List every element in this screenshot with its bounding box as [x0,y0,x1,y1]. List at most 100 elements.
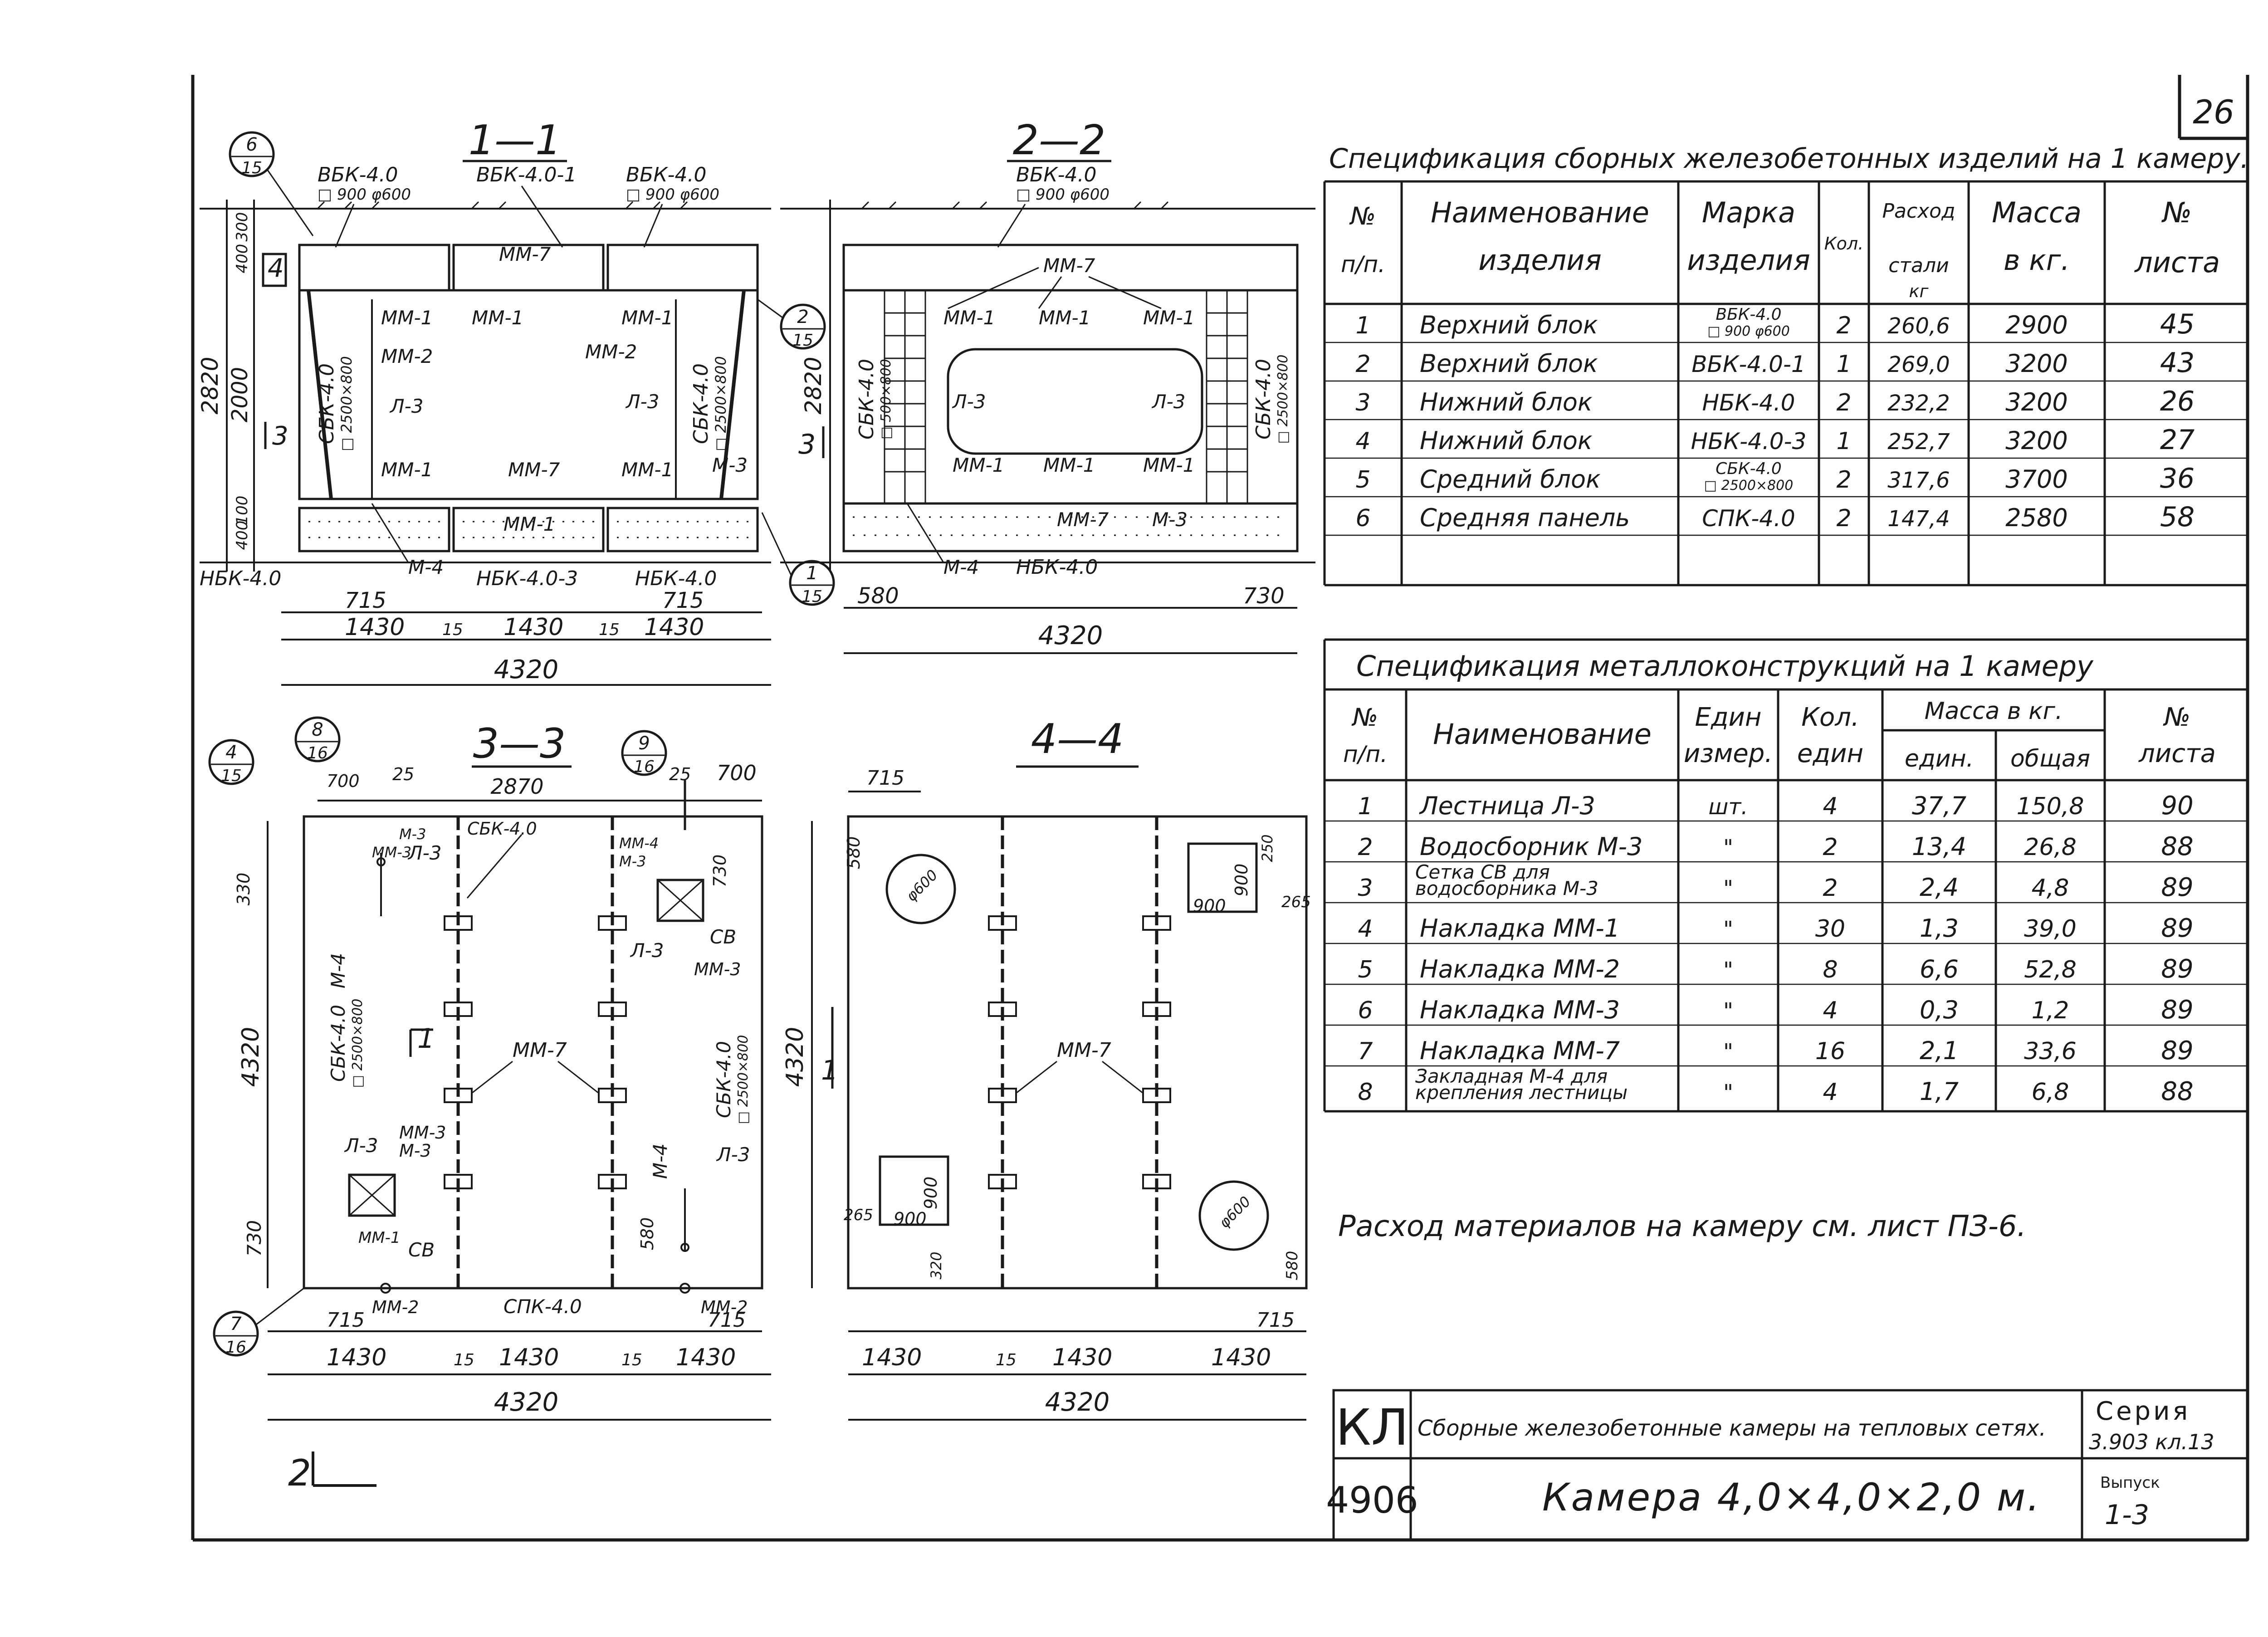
dim-1430-c: 1430 [644,614,704,641]
section-2-2: 2—2 ВБК-4.0 □ 900 φ600 ММ-7 ММ-1 ММ-1 ММ… [780,117,1315,654]
cell-mass-unit: 1,3 [1920,914,1959,943]
title-project: Сборные железобетонные камеры на тепловы… [1418,1416,2046,1441]
label-m3-a: М-3 [399,826,426,843]
label-m3-c: М-3 [399,1141,431,1161]
label-mm2-a: ММ-2 [372,1297,419,1317]
precast-spec-table: Спецификация сборных железобетонных изде… [1323,138,2249,586]
hdr-sheet1: № [2161,196,2192,229]
callout-6-top: 6 [246,134,257,155]
dim-1430-c: 1430 [1211,1344,1271,1371]
cell-steel: 260,6 [1887,313,1950,339]
dim-15: 15 [996,1351,1017,1369]
dim-580-b: 580 [1283,1251,1301,1280]
label-sbk-left-sub: □ 2500×800 [350,999,366,1088]
label-vbk-mid: ВБК-4.0-1 [476,163,577,186]
dim-715-a: 715 [327,1309,365,1332]
cell-steel: 232,2 [1887,391,1950,416]
label-mm1-f: ММ-1 [503,513,555,535]
cell-mass-total: 6,8 [2032,1079,2069,1106]
dim-1430-c: 1430 [676,1344,736,1371]
cell-mass-total: 52,8 [2024,956,2077,983]
label-nbk-mid: НБК-4.0-3 [476,567,578,590]
dim-730: 730 [1243,583,1285,609]
cell-n: 8 [1358,1079,1373,1106]
cell-n: 5 [1358,956,1373,983]
label-mm1-d: ММ-1 [381,459,433,481]
callout-7-top: 7 [230,1314,242,1334]
cell-mass-total: 150,8 [2017,793,2084,820]
mhdr-sheet1: № [2163,703,2190,732]
title-drawing: Камера 4,0×4,0×2,0 м. [1542,1475,2041,1520]
cell-steel: 269,0 [1887,352,1950,377]
cell-name: Водосборник М-3 [1420,832,1642,861]
cell-qty: 2 [1823,834,1838,861]
cell-name: Накладка ММ-7 [1420,1036,1620,1065]
dim-320: 320 [928,1251,945,1279]
cell-name: Накладка ММ-2 [1420,955,1620,983]
cell-sheet: 58 [2160,501,2195,533]
title-logo: КЛ [1336,1398,1409,1456]
cell-qty: 8 [1823,956,1838,983]
dim-height: 2820 [800,357,826,414]
cell-steel: 317,6 [1887,468,1950,493]
dim-265-b: 265 [844,1206,873,1224]
section-title: 2—2 [1013,117,1106,164]
cell-name: Нижний блок [1420,426,1593,455]
cell-mark: НБК-4.0 [1702,390,1795,416]
cell-name: Верхний блок [1420,349,1598,378]
hdr-mark1: Марка [1702,196,1795,229]
label-l3-b: Л-3 [625,391,659,413]
dim-bot-400: 400 [233,521,251,550]
dim-4320: 4320 [494,655,559,684]
label-mm7: ММ-7 [513,1039,567,1062]
sheet-number: 26 [2193,93,2234,131]
label-m4-b: М-4 [649,1143,671,1179]
label-vbk-sub: □ 900 φ600 [1016,186,1110,204]
label-mm7-bot: ММ-7 [1057,508,1109,531]
label-sbk-right: СБК-4.0 [689,363,713,444]
cell-mass: 3200 [2005,388,2068,416]
cell-sheet: 45 [2160,308,2195,340]
hdr-name2: изделия [1478,244,1602,277]
label-sbk-right-sub: □ 2500×800 [712,356,729,451]
label-mm7: ММ-7 [1057,1039,1111,1062]
hdr-name1: Наименование [1431,196,1649,229]
label-vbk: ВБК-4.0 [1016,163,1096,186]
label-mm3-c: ММ-3 [399,1123,446,1143]
hdr-steel3: кг [1909,281,1929,301]
dim-265-a: 265 [1281,893,1311,911]
label-mm2-a: ММ-2 [381,345,433,367]
label-l3-b: Л-3 [630,939,664,962]
callout-2-bot: 15 [792,331,813,350]
label-mm2-b: ММ-2 [701,1297,748,1317]
dim-1430-b: 1430 [499,1344,559,1371]
dim-1430-a: 1430 [862,1344,922,1371]
callout-4-top: 4 [225,742,237,763]
dim-900-d: 900 [921,1177,941,1210]
mhdr-n2: п/п. [1343,741,1388,767]
label-vbk-right: ВБК-4.0 [626,163,706,186]
dim-4320: 4320 [494,1388,559,1417]
cell-sheet: 88 [2161,1077,2193,1106]
dim-2870: 2870 [490,774,543,799]
label-mm1-c: ММ-1 [1143,307,1195,329]
cell-name: Средняя панель [1420,503,1630,532]
cell-mass-total: 1,2 [2032,997,2069,1024]
label-l3-a: Л-3 [952,391,986,413]
cell-name-2: крепления лестницы [1415,1081,1628,1104]
label-mm7-top: ММ-7 [499,243,551,265]
cell-qty: 4 [1823,1079,1838,1106]
label-l3-c: Л-3 [716,1143,750,1166]
cell-name: Накладка ММ-3 [1420,996,1620,1024]
cell-unit: " [1723,1080,1733,1105]
cell-qty: 1 [1836,351,1851,378]
cell-qty: 4 [1823,793,1838,820]
title-issue: 1-3 [2105,1499,2149,1531]
callout-8-top: 8 [312,719,323,740]
